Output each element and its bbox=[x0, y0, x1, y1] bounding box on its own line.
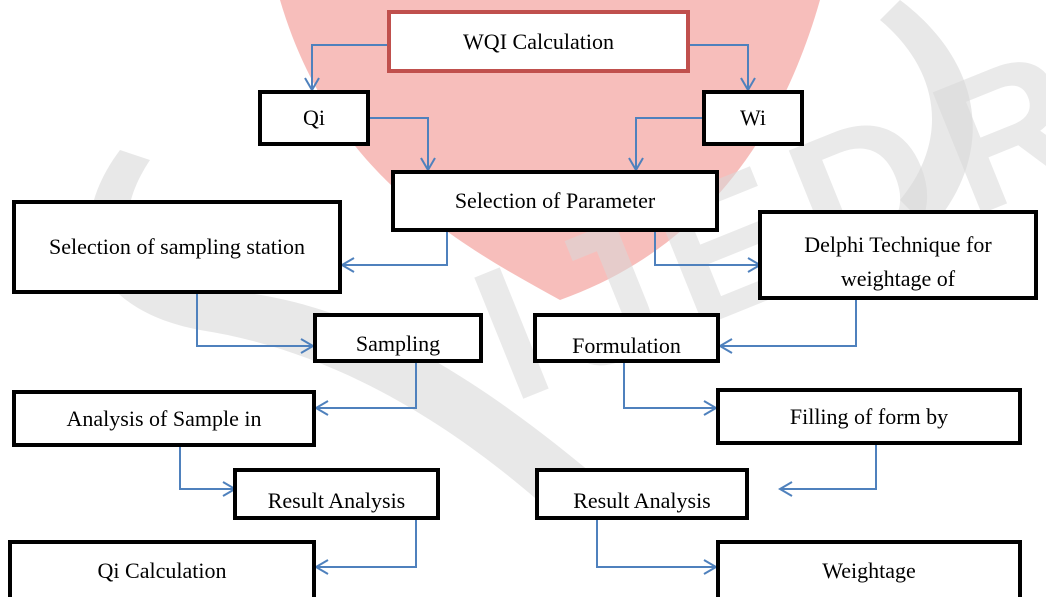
watermark-gray-arc bbox=[880, 0, 973, 230]
wqi-calculation-box: WQI Calculation bbox=[387, 10, 690, 73]
formulation-box: Formulation bbox=[533, 313, 720, 363]
arrow-result-right-to-weightage bbox=[596, 520, 718, 575]
result-analysis-right-box: Result Analysis bbox=[535, 468, 749, 520]
sampling-label: Sampling bbox=[355, 331, 441, 356]
result-analysis-left-box: Result Analysis bbox=[233, 468, 440, 520]
delphi-technique-label: Delphi Technique for weightage of bbox=[804, 232, 992, 292]
arrow-result-left-to-qi-calc bbox=[314, 520, 417, 575]
filling-of-form-label: Filling of form by bbox=[789, 404, 949, 429]
delphi-technique-box: Delphi Technique for weightage of bbox=[758, 210, 1038, 300]
qi-calculation-box: Qi Calculation bbox=[8, 540, 316, 597]
arrow-parameter-to-sampling-station bbox=[340, 230, 448, 273]
arrow-filling-to-result-right bbox=[778, 445, 877, 497]
result-analysis-left-label: Result Analysis bbox=[267, 488, 406, 513]
sampling-box: Sampling bbox=[313, 313, 483, 363]
weightage-box: Weightage bbox=[716, 540, 1022, 597]
qi-box: Qi bbox=[258, 90, 370, 146]
filling-of-form-box: Filling of form by bbox=[716, 388, 1022, 445]
wi-box: Wi bbox=[702, 90, 804, 146]
analysis-of-sample-box: Analysis of Sample in bbox=[12, 390, 316, 447]
qi-calculation-label: Qi Calculation bbox=[97, 557, 227, 583]
wi-label: Wi bbox=[740, 105, 766, 131]
wqi-calculation-label: WQI Calculation bbox=[463, 28, 614, 54]
arrow-delphi-to-formulation bbox=[718, 300, 857, 354]
arrow-qi-to-parameter bbox=[370, 117, 436, 172]
arrow-sampling-station-to-sampling bbox=[196, 294, 315, 354]
qi-label: Qi bbox=[303, 105, 325, 131]
arrow-wqi-to-qi bbox=[304, 44, 388, 92]
selection-of-sampling-station-label: Selection of sampling station bbox=[48, 234, 306, 260]
arrow-sampling-to-analysis bbox=[314, 363, 417, 416]
selection-of-sampling-station-box: Selection of sampling station bbox=[12, 200, 342, 294]
weightage-label: Weightage bbox=[822, 557, 916, 583]
result-analysis-right-label: Result Analysis bbox=[573, 488, 711, 513]
arrow-wqi-to-wi bbox=[690, 44, 756, 92]
arrow-formulation-to-filling bbox=[623, 363, 718, 416]
arrow-analysis-to-result-left bbox=[179, 447, 237, 497]
formulation-label: Formulation bbox=[572, 333, 681, 358]
arrow-wi-to-parameter bbox=[628, 117, 702, 172]
selection-of-parameter-box: Selection of Parameter bbox=[391, 170, 719, 232]
arrow-parameter-to-delphi bbox=[654, 230, 762, 273]
selection-of-parameter-label: Selection of Parameter bbox=[454, 188, 656, 214]
analysis-of-sample-label: Analysis of Sample in bbox=[66, 406, 262, 431]
